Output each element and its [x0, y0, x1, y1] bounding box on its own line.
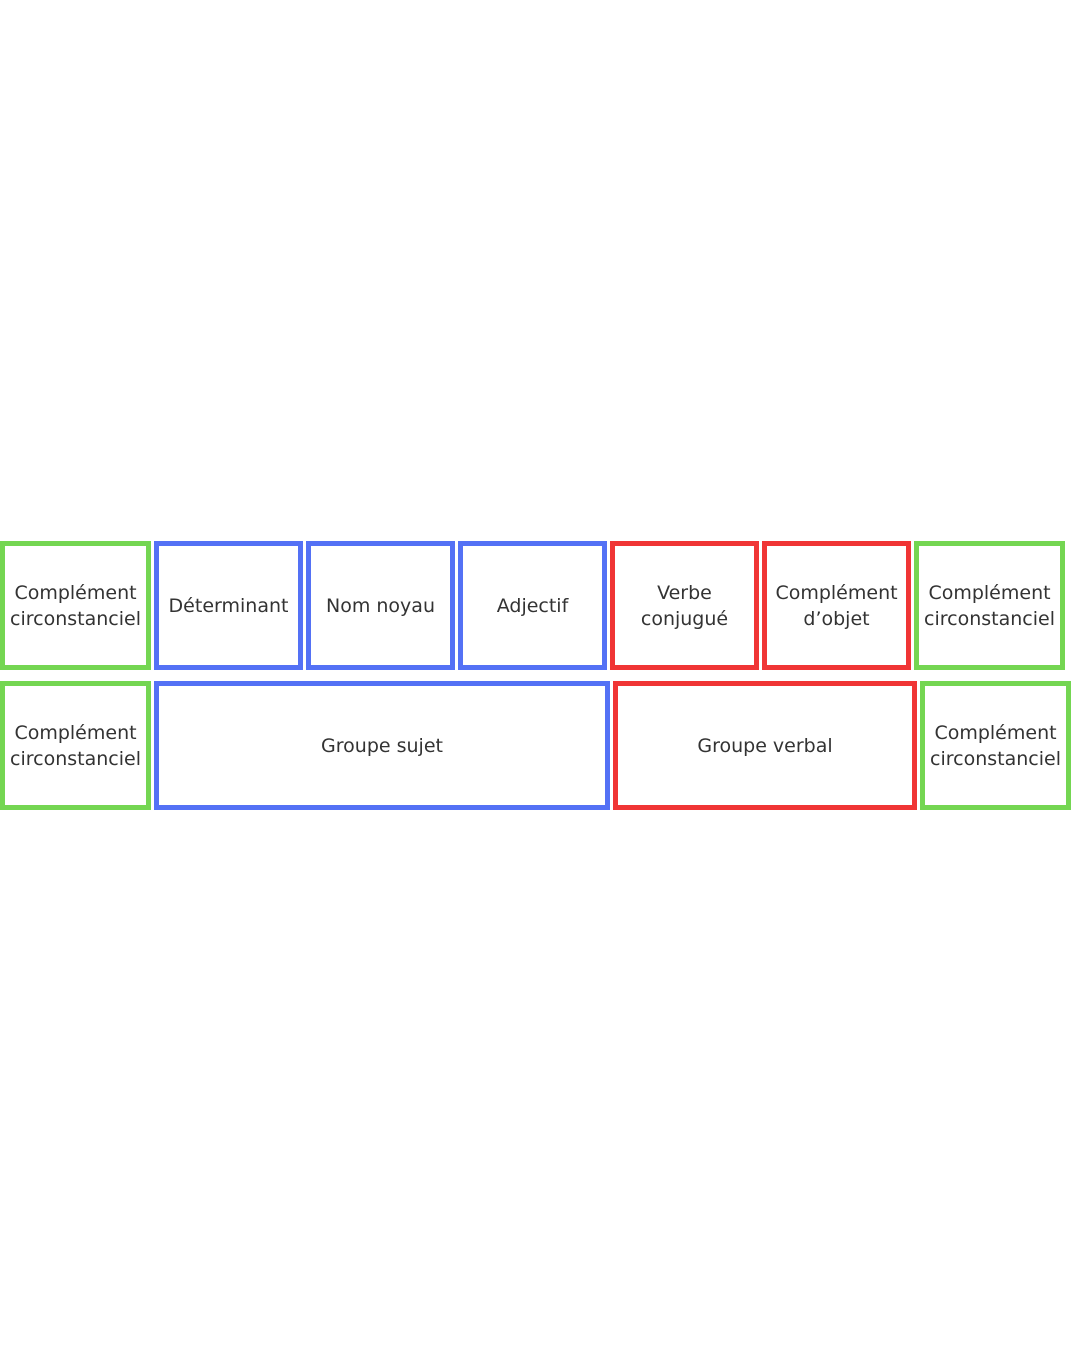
complement-circonstanciel-box-left: Complément circonstanciel — [0, 541, 151, 670]
word-level-row: Complément circonstanciel Déterminant No… — [0, 541, 1080, 670]
groupe-verbal-box: Groupe verbal — [613, 681, 917, 810]
nom-noyau-box: Nom noyau — [306, 541, 455, 670]
adjectif-box: Adjectif — [458, 541, 607, 670]
complement-circonstanciel-box-right: Complément circonstanciel — [914, 541, 1065, 670]
complement-circonstanciel-group-left: Complément circonstanciel — [0, 681, 151, 810]
group-level-row: Complément circonstanciel Groupe sujet G… — [0, 681, 1080, 810]
groupe-sujet-box: Groupe sujet — [154, 681, 610, 810]
verbe-conjugue-box: Verbe conjugué — [610, 541, 759, 670]
complement-objet-box: Complément d’objet — [762, 541, 911, 670]
determinant-box: Déterminant — [154, 541, 303, 670]
complement-circonstanciel-group-right: Complément circonstanciel — [920, 681, 1071, 810]
